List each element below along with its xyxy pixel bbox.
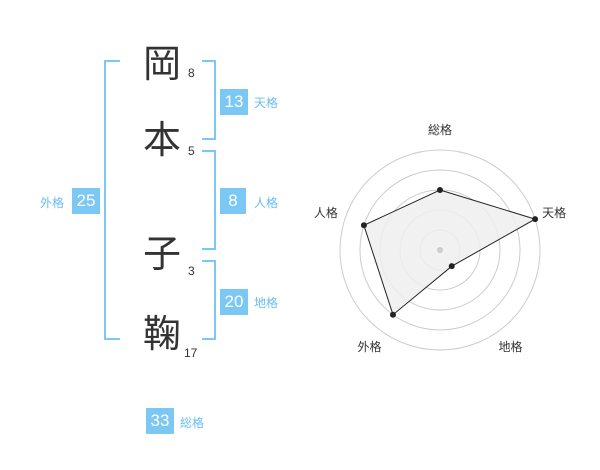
radar-label-4: 外格 <box>357 339 381 354</box>
soukaku-badge: 33 <box>146 408 174 434</box>
jinkaku-label: 人格 <box>254 196 279 210</box>
stroke-count-3: 3 <box>188 264 195 278</box>
chikaku-badge: 20 <box>220 289 248 315</box>
jinkaku-bracket <box>202 150 216 250</box>
jinkaku-badge: 8 <box>220 188 246 214</box>
radar-points <box>360 187 539 318</box>
tenkaku-label: 天格 <box>254 96 279 110</box>
chikaku-label: 地格 <box>254 296 279 310</box>
radar-ring-5 <box>339 149 541 351</box>
radar-label-1: 総格 <box>428 122 452 137</box>
soukaku-label: 総格 <box>180 416 205 430</box>
chikaku-bracket <box>202 260 216 340</box>
radar-point-2 <box>532 216 539 223</box>
radar-point-1 <box>437 187 443 193</box>
radar-point-3 <box>448 263 455 270</box>
radar-label-2: 天格 <box>542 205 566 220</box>
radar-point-5 <box>360 222 367 229</box>
name-char-3: 子 <box>142 232 181 276</box>
stroke-count-4: 17 <box>184 346 198 360</box>
stroke-count-2: 5 <box>188 144 195 158</box>
name-char-2: 本 <box>142 118 181 162</box>
radar-label-3: 地格 <box>498 339 522 354</box>
gaikaku-label: 外格 <box>40 196 65 210</box>
radar-polygon <box>363 189 537 316</box>
radar-point-4 <box>389 311 396 318</box>
gaikaku-badge: 25 <box>72 188 100 214</box>
tenkaku-bracket <box>202 60 216 140</box>
radar-ring-4 <box>359 169 521 331</box>
name-char-1: 岡 <box>142 42 181 86</box>
radar-label-5: 人格 <box>314 205 338 220</box>
tenkaku-badge: 13 <box>220 89 248 115</box>
gaikaku-bracket <box>104 60 120 340</box>
name-char-4: 鞠 <box>142 312 181 356</box>
radar-center-dot <box>437 247 443 253</box>
stroke-count-1: 8 <box>188 66 195 80</box>
